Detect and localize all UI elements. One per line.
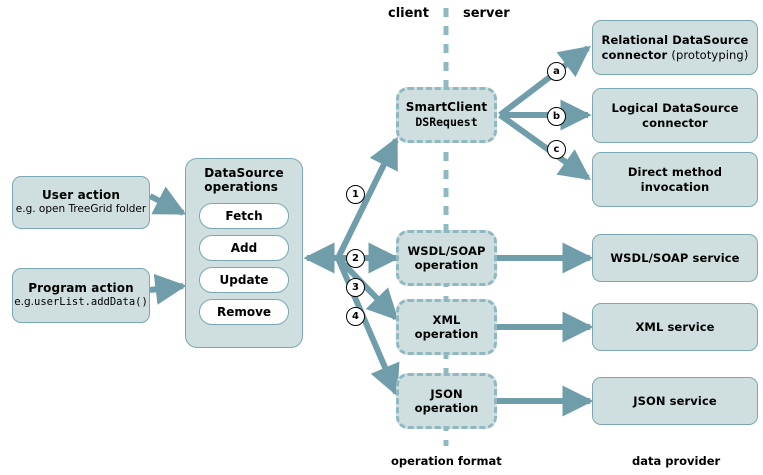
relational-connector-note: (prototyping) [671, 47, 749, 62]
data-provider-json-service[interactable]: JSON service [592, 377, 758, 425]
data-provider-relational-datasource-connector[interactable]: Relational DataSource connector (prototy… [592, 20, 758, 75]
edge-user-action-to-operations [148, 186, 187, 216]
edge-4-to-json-operation [335, 256, 400, 397]
xml-operation-line2: operation [414, 327, 479, 341]
datasource-operations-panel[interactable]: DataSource operations Fetch Add Update R… [185, 158, 303, 348]
data-provider-direct-method-invocation[interactable]: Direct method invocation [592, 152, 758, 207]
edge-badge-1: 1 [346, 185, 365, 204]
program-action-subtitle-prefix: e.g. [14, 296, 34, 309]
edge-badge-a: a [547, 62, 566, 81]
json-operation-line1: JSON [430, 386, 463, 401]
operation-button-fetch[interactable]: Fetch [199, 203, 289, 229]
direct-method-line2: invocation [640, 179, 710, 194]
program-action-subtitle: e.g.userList.addData() [14, 296, 148, 309]
column-label-data-provider: data provider [632, 454, 721, 468]
operation-button-remove[interactable]: Remove [199, 299, 289, 325]
wsdl-soap-operation-line2: operation [414, 258, 479, 272]
wsdl-soap-service-label: WSDL/SOAP service [610, 250, 740, 265]
edge-program-action-to-operations [149, 273, 187, 305]
edge-badge-c: c [547, 140, 566, 159]
operation-format-wsdl-soap-operation[interactable]: WSDL/SOAP operation [396, 230, 497, 286]
xml-service-label: XML service [635, 319, 715, 334]
operation-format-smartclient-dsrequest[interactable]: SmartClient DSRequest [396, 87, 497, 143]
edge-badge-4: 4 [346, 307, 365, 326]
edge-badge-3: 3 [346, 278, 365, 297]
operations-panel-title: DataSource operations [204, 166, 284, 194]
json-service-label: JSON service [633, 393, 717, 408]
operation-button-add[interactable]: Add [199, 235, 289, 261]
json-operation-line2: operation [414, 401, 479, 415]
relational-connector-line2: connector (prototyping) [602, 48, 749, 62]
dsrequest-line2: DSRequest [415, 115, 478, 130]
edge-c-to-direct-method-invocation [498, 112, 591, 181]
program-action-title: Program action [28, 281, 134, 296]
direct-method-line1: Direct method [627, 165, 723, 180]
relational-connector-line2-text: connector [601, 47, 668, 62]
data-provider-xml-service[interactable]: XML service [592, 303, 758, 351]
wsdl-soap-operation-line1: WSDL/SOAP [407, 243, 486, 258]
operation-format-xml-operation[interactable]: XML operation [396, 299, 497, 355]
program-action-subtitle-code: userList.addData() [34, 296, 148, 309]
data-provider-logical-datasource-connector[interactable]: Logical DataSource connector [592, 88, 758, 143]
user-action-subtitle: e.g. open TreeGrid folder [15, 203, 147, 216]
server-label: server [463, 6, 510, 21]
operation-format-json-operation[interactable]: JSON operation [396, 373, 497, 429]
logical-connector-line1: Logical DataSource [611, 101, 739, 116]
relational-connector-line1: Relational DataSource [601, 33, 749, 48]
edge-badge-b: b [547, 107, 566, 126]
client-label: client [388, 6, 429, 21]
xml-operation-line1: XML [432, 312, 461, 327]
edge-a-to-relational-datasource-connector [498, 45, 591, 118]
operations-panel-title-line2: operations [204, 180, 279, 194]
column-label-operation-format: operation format [391, 454, 502, 468]
user-action-title: User action [41, 188, 121, 203]
dsrequest-line1: SmartClient [405, 100, 488, 115]
operations-panel-title-line1: DataSource [204, 166, 284, 180]
data-provider-wsdl-soap-service[interactable]: WSDL/SOAP service [592, 234, 758, 282]
operation-button-update[interactable]: Update [199, 267, 289, 293]
source-box-user-action[interactable]: User action e.g. open TreeGrid folder [12, 176, 150, 229]
source-box-program-action[interactable]: Program action e.g.userList.addData() [12, 268, 150, 323]
logical-connector-line2: connector [642, 115, 708, 130]
edge-badge-2: 2 [346, 249, 365, 268]
